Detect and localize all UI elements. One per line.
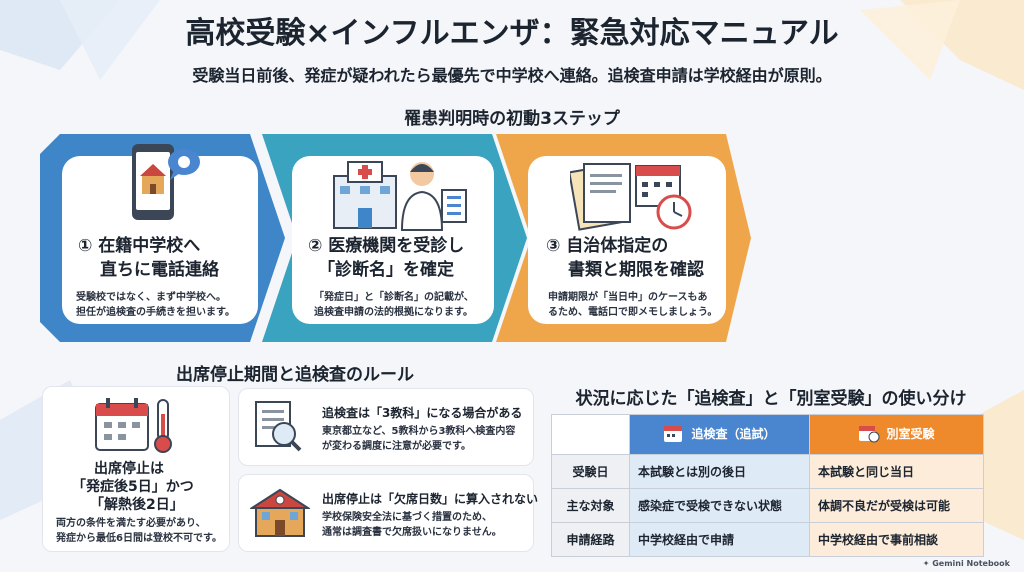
table-row: 受験日 本試験とは別の後日 本試験と同じ当日 (551, 454, 984, 489)
rule2-heading: 出席停止は「欠席日数」に算入されない (322, 492, 539, 506)
rule1-desc1: 東京都立など、5教科から3教科へ検査内容 (322, 426, 516, 437)
comparison-table: 追検査（追試） 別室受験 受験日 本試験とは別の後日 本試験と同じ当日 主な対象… (551, 414, 984, 557)
table-row: 申請経路 中学校経由で申請 中学校経由で事前相談 (551, 522, 984, 557)
cell-re-exam-target: 感染症で受検できない状態 (629, 488, 810, 523)
document-magnifier-icon (255, 401, 302, 452)
column-header-re-exam: 追検査（追試） (629, 414, 810, 455)
step-2-title-line1: ② 医療機関を受診し (308, 236, 465, 256)
row-label-target: 主な対象 (551, 488, 630, 523)
attendance-desc2: 発症から最低6日間は登校不可です。 (56, 533, 222, 544)
step-1-title-line1: ① 在籍中学校へ (78, 236, 201, 256)
page-subtitle: 受験当日前後、発症が疑われたら最優先で中学校へ連絡。追検査申請は学校経由が原則。 (192, 66, 832, 85)
rules-section-title: 出席停止期間と追検査のルール (176, 365, 414, 385)
step-2-desc-line2: 追検査申請の法的根拠になります。 (314, 307, 473, 318)
calendar-clock-icon (859, 426, 880, 443)
column-header-separate-room-label: 別室受験 (886, 426, 935, 441)
cell-re-exam-date: 本試験とは別の後日 (629, 454, 810, 489)
attendance-line3: 「解熱後2日」 (90, 497, 184, 513)
cell-re-exam-route: 中学校経由で申請 (629, 522, 810, 557)
row-label-route: 申請経路 (551, 522, 630, 557)
sparkle-icon: ✦ (922, 559, 930, 568)
step-3-desc-line2: るため、電話口で即メモしましょう。 (548, 307, 718, 318)
cell-separate-room-target: 体調不良だが受検は可能 (809, 488, 984, 523)
step-1-title-line2: 直ちに電話連絡 (100, 260, 219, 280)
column-header-re-exam-label: 追検査（追試） (691, 426, 776, 441)
cell-separate-room-date: 本試験と同じ当日 (809, 454, 984, 489)
step-2-title-line2: 「診断名」を確定 (318, 260, 454, 280)
rule1-heading: 追検査は「3教科」になる場合がある (322, 406, 523, 420)
table-corner-cell (551, 414, 630, 455)
steps-section-title: 罹患判明時の初動3ステップ (404, 109, 620, 129)
calendar-thermometer-icon (95, 398, 172, 453)
rule2-desc2: 通常は調査書で欠席扱いになりません。 (322, 527, 502, 538)
table-section-title: 状況に応じた「追検査」と「別室受験」の使い分け (575, 389, 967, 409)
school-building-icon (250, 488, 310, 537)
rule2-desc1: 学校保険安全法に基づく措置のため、 (322, 512, 492, 523)
cell-separate-room-route: 中学校経由で事前相談 (809, 522, 984, 557)
column-header-separate-room: 別室受験 (809, 414, 984, 455)
phone-school-icon (132, 144, 200, 220)
table-row: 主な対象 感染症で受検できない状態 体調不良だが受検は可能 (551, 488, 984, 523)
footer-brand-label: Gemini Notebook (932, 559, 1010, 568)
attendance-line2: 「発症後5日」かつ (72, 479, 194, 495)
page-title: 高校受験×インフルエンザ：緊急対応マニュアル (185, 16, 839, 51)
documents-calendar-icon (570, 163, 692, 231)
step-3-desc-line1: 申請期限が「当日中」のケースもあ (548, 292, 708, 303)
attendance-line1: 出席停止は (94, 461, 164, 477)
step-1-desc-line2: 担任が追検査の手続きを担います。 (76, 307, 235, 318)
attendance-desc1: 両方の条件を満たす必要があり、 (56, 518, 206, 529)
calendar-icon (664, 426, 683, 442)
step-2-desc-line1: 「発症日」と「診断名」の記載が、 (314, 292, 474, 303)
hospital-doctor-icon (333, 161, 467, 231)
step-3-title-line2: 書類と期限を確認 (568, 260, 704, 280)
step-1-desc-line1: 受験校ではなく、まず中学校へ。 (76, 292, 226, 303)
rule1-desc2: が変わる調度に注意が必要です。 (322, 441, 471, 452)
footer-brand: ✦ Gemini Notebook (923, 559, 1010, 568)
step-3-title-line1: ③ 自治体指定の (546, 236, 669, 256)
table-header-row: 追検査（追試） 別室受験 (551, 414, 984, 455)
row-label-exam-date: 受験日 (551, 454, 630, 489)
